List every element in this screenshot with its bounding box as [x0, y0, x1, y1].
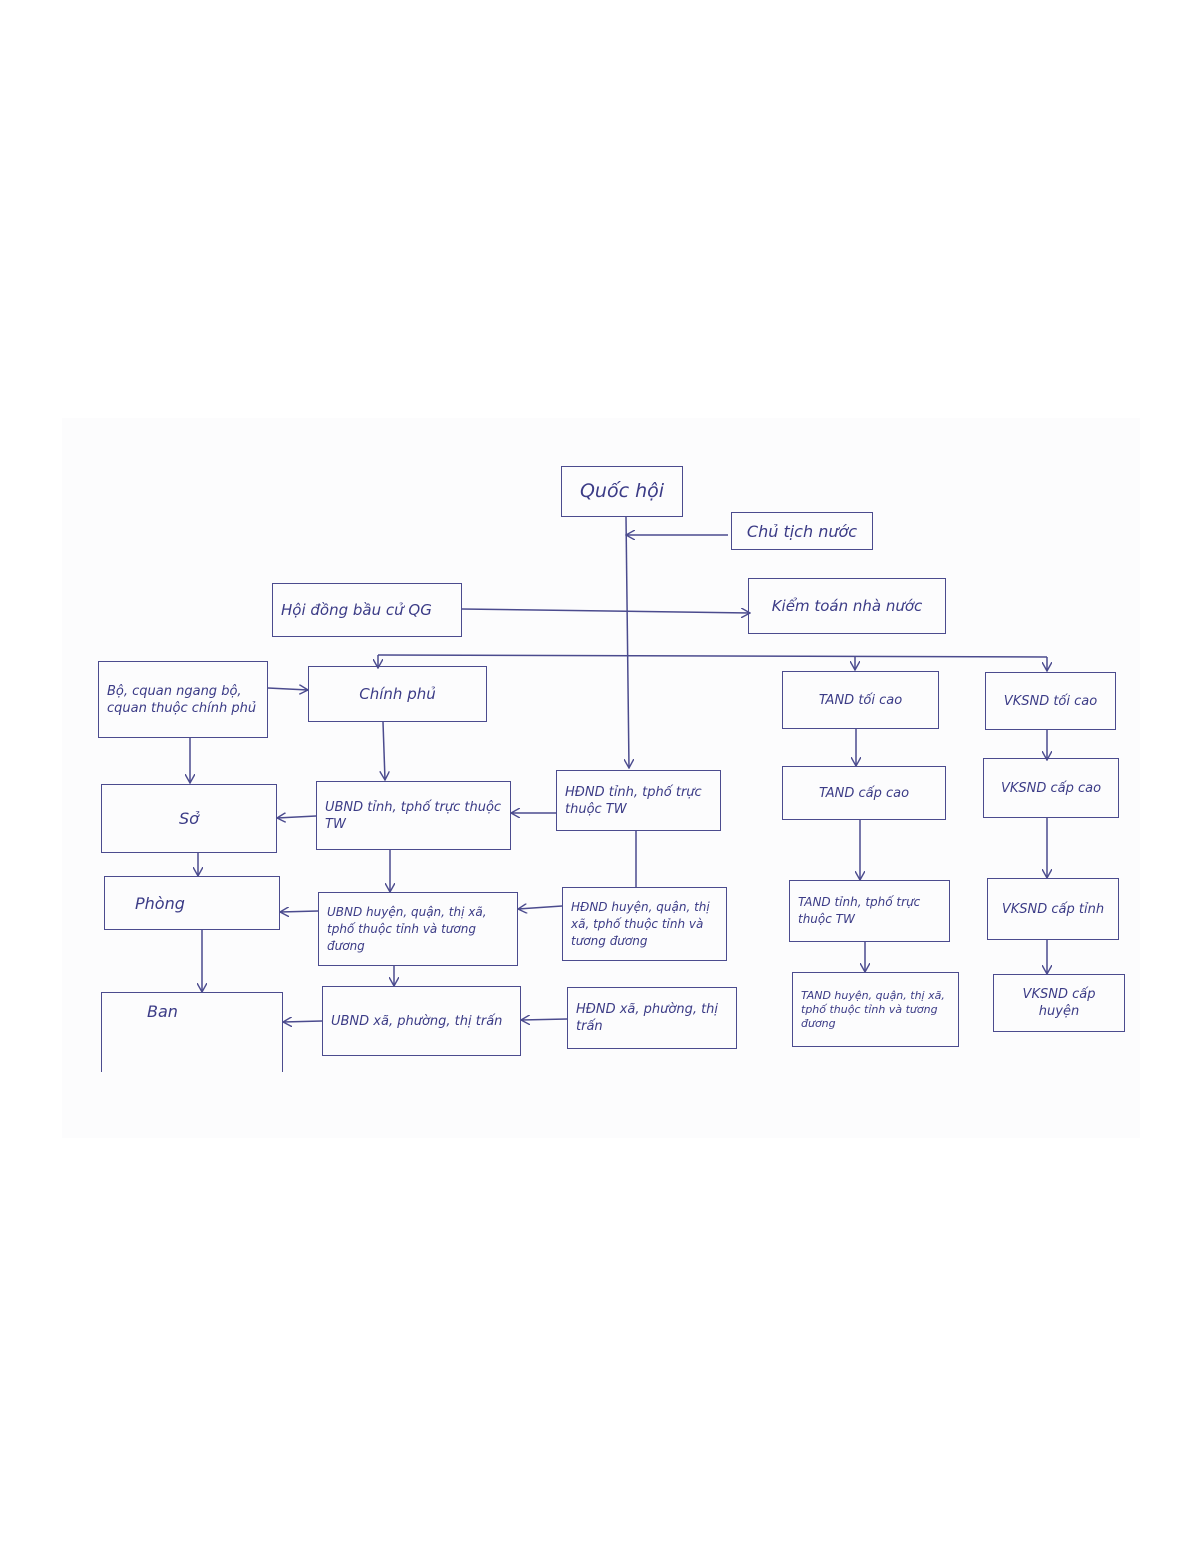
node-tand-cap-cao: TAND cấp cao — [782, 766, 946, 820]
node-bo: Bộ, cquan ngang bộ, cquan thuộc chính ph… — [98, 661, 268, 738]
node-quoc-hoi: Quốc hội — [561, 466, 683, 517]
node-chu-tich-nuoc: Chủ tịch nước — [731, 512, 873, 550]
edge-hoi-dong-kiem-toan — [461, 609, 750, 613]
node-vksnd-cap-huyen: VKSND cấp huyện — [993, 974, 1125, 1032]
node-hdnd-huyen: HĐND huyện, quận, thị xã, tphố thuộc tỉn… — [562, 887, 727, 961]
edge-ubnd-tinh-so — [277, 816, 317, 818]
node-ubnd-tinh: UBND tỉnh, tphố trực thuộc TW — [316, 781, 511, 850]
edge-ubnd-huyen-phong — [280, 911, 319, 912]
node-vksnd-cap-tinh: VKSND cấp tỉnh — [987, 878, 1119, 940]
node-tand-tinh: TAND tỉnh, tphố trực thuộc TW — [789, 880, 950, 942]
node-tand-huyen: TAND huyện, quận, thị xã, tphố thuộc tỉn… — [792, 972, 959, 1047]
node-ubnd-huyen: UBND huyện, quận, thị xã, tphố thuộc tỉn… — [318, 892, 518, 966]
edge-ubnd-xa-ban — [283, 1021, 323, 1022]
node-ban: Ban — [101, 992, 283, 1072]
edge-chinh-phu-ubnd-tinh — [383, 721, 385, 780]
node-vksnd-cap-cao: VKSND cấp cao — [983, 758, 1119, 818]
edge-quoc-hoi-hdnd-tinh — [626, 516, 629, 768]
node-ubnd-xa: UBND xã, phường, thị trấn — [322, 986, 521, 1056]
node-kiem-toan: Kiểm toán nhà nước — [748, 578, 946, 634]
paper-sheet — [62, 418, 1140, 1138]
node-chinh-phu: Chính phủ — [308, 666, 487, 722]
edge-hdnd-xa-ubnd-xa — [521, 1019, 568, 1020]
edge-hdnd-huyen-ubnd-huyen — [518, 906, 563, 909]
node-tand-toi-cao: TAND tối cao — [782, 671, 939, 729]
edge-bus — [377, 654, 1048, 658]
node-so: Sở — [101, 784, 277, 853]
node-phong: Phòng — [104, 876, 280, 930]
node-hdnd-tinh: HĐND tỉnh, tphố trực thuộc TW — [556, 770, 721, 831]
node-hoi-dong-bau-cu: Hội đồng bầu cử QG — [272, 583, 462, 637]
node-vksnd-toi-cao: VKSND tối cao — [985, 672, 1116, 730]
edge-bo-chinh-phu — [267, 688, 308, 690]
node-hdnd-xa: HĐND xã, phường, thị trấn — [567, 987, 737, 1049]
